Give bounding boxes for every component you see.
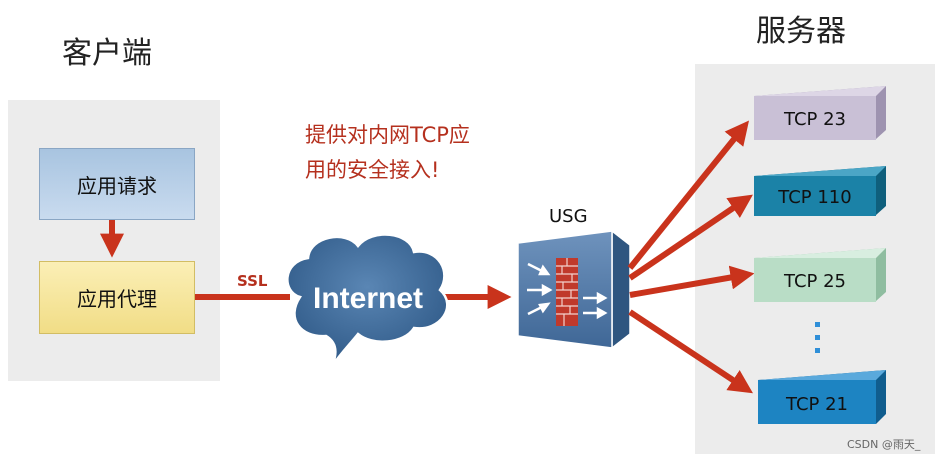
traffic-arrows-icon	[527, 262, 608, 320]
brick-wall-icon	[556, 258, 578, 326]
port-label-tcp-21: TCP 21	[785, 394, 848, 415]
internet-label: Internet	[313, 282, 423, 315]
port-box-tcp-110: TCP 110	[754, 166, 886, 216]
annotation-line-1: 提供对内网TCP应	[305, 123, 470, 147]
app-request-box: 应用请求	[39, 148, 195, 220]
app-request-label: 应用请求	[77, 173, 157, 198]
port-box-tcp-21: TCP 21	[758, 370, 886, 424]
annotation-line-2: 用的安全接入!	[305, 158, 440, 182]
port-label-tcp-23: TCP 23	[783, 109, 846, 130]
ssl-label: SSL	[237, 272, 268, 290]
server-title: 服务器	[756, 14, 846, 49]
app-proxy-label: 应用代理	[77, 287, 157, 311]
watermark: CSDN @雨天_	[847, 438, 921, 451]
arrow-to-tcp-23	[627, 120, 750, 270]
fanout-arrows	[627, 120, 755, 394]
usg-firewall-icon	[516, 229, 632, 350]
ellipsis-dots	[815, 322, 820, 353]
internet-cloud	[286, 233, 449, 367]
client-title: 客户端	[62, 36, 152, 71]
port-box-tcp-25: TCP 25	[754, 248, 886, 302]
port-box-tcp-23: TCP 23	[754, 86, 886, 140]
port-label-tcp-110: TCP 110	[777, 187, 851, 208]
arrow-to-tcp-25	[629, 265, 755, 298]
port-label-tcp-25: TCP 25	[783, 271, 846, 292]
arrow-to-tcp-110	[628, 194, 753, 281]
annotation: 提供对内网TCP应 用的安全接入!	[305, 118, 525, 188]
app-proxy-box: 应用代理	[39, 261, 195, 334]
usg-label: USG	[549, 206, 588, 227]
arrow-to-tcp-21	[628, 309, 754, 394]
